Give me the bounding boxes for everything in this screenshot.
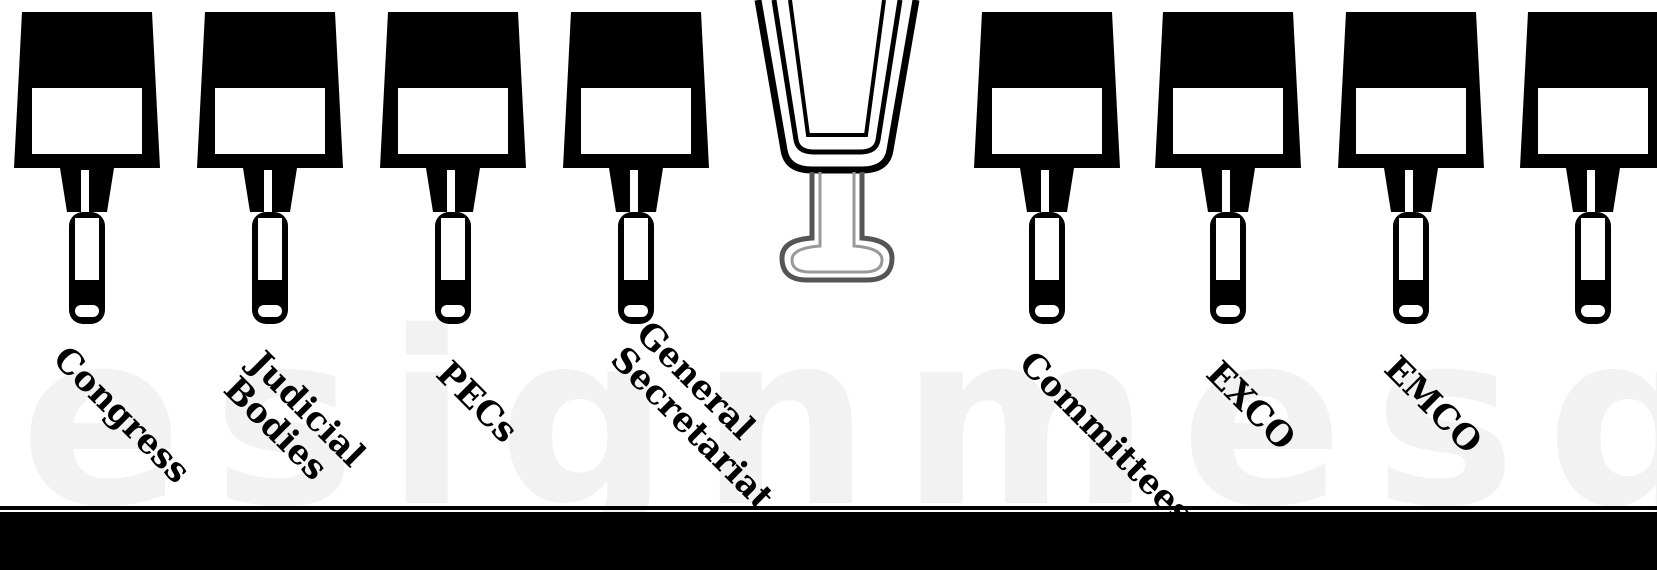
label-judicial-bodies: Judicial Bodies — [217, 345, 371, 499]
rubber-stamp-icon — [561, 0, 711, 335]
label-exco: EXCO — [1200, 355, 1302, 457]
stamp-exco — [1153, 0, 1303, 339]
label-emco: EMCO — [1378, 350, 1488, 460]
stamp-pecs — [378, 0, 528, 339]
rubber-stamp-icon — [378, 0, 528, 335]
rubber-stamp-icon — [12, 0, 162, 335]
label-congress: Congress — [47, 340, 197, 490]
rubber-stamp-icon — [972, 0, 1122, 335]
stamp-emco — [1336, 0, 1486, 339]
stamp-unlabeled — [1518, 0, 1657, 339]
label-pecs: PECs — [430, 355, 525, 450]
label-committees: Committees — [1013, 345, 1200, 532]
stamp-judicial-bodies — [195, 0, 345, 339]
rubber-stamp-icon — [195, 0, 345, 335]
rubber-stamp-icon — [1518, 0, 1657, 335]
base-strip — [0, 506, 1657, 510]
rubber-stamp-icon — [1153, 0, 1303, 335]
stamp-committees — [972, 0, 1122, 339]
binder-clip-icon — [752, 0, 922, 290]
base-bar — [0, 512, 1657, 570]
rubber-stamp-icon — [1336, 0, 1486, 335]
label-general-secretariat: General Secretariat — [604, 315, 805, 516]
stamp-general-secretariat — [561, 0, 711, 339]
stamp-congress — [12, 0, 162, 339]
